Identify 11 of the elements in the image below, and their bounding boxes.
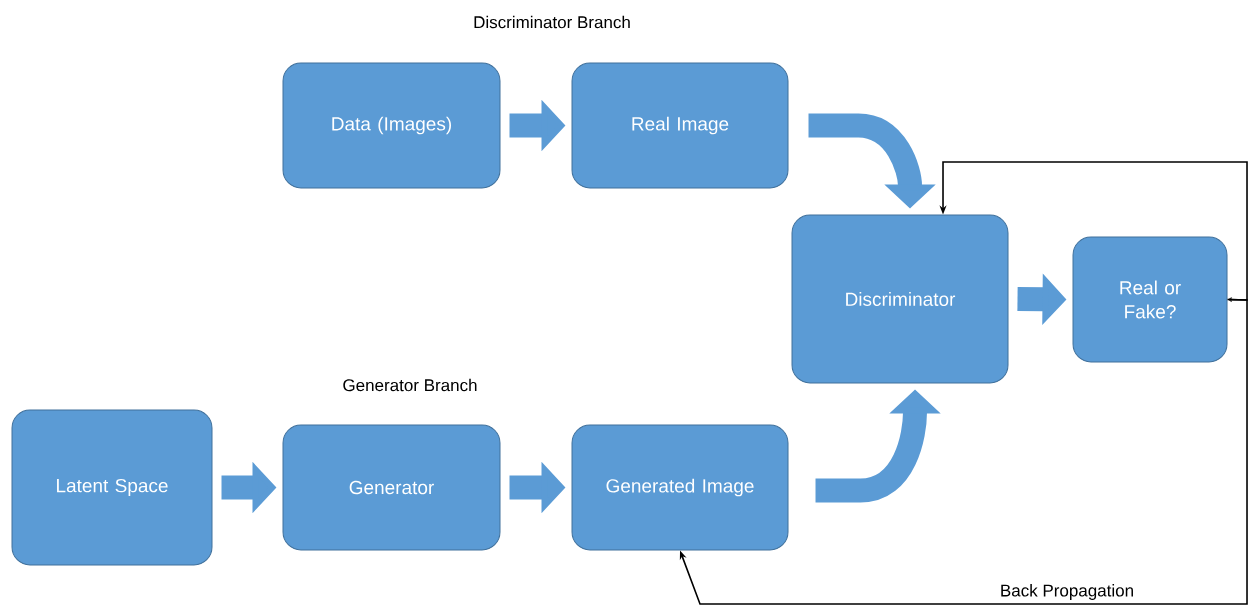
heading: Back Propagation	[1001, 584, 1133, 600]
process-box: Data (Images)	[282, 62, 501, 189]
heading: Discriminator Branch	[474, 15, 630, 29]
process-box: Latent Space	[11, 409, 213, 566]
process-box: Real or Fake?	[1072, 236, 1228, 363]
process-box: Generated Image	[571, 424, 789, 551]
heading: Generator Branch	[343, 378, 477, 392]
arrow	[679, 298, 1248, 605]
process-box: Discriminator	[791, 214, 1009, 384]
process-box: Real Image	[571, 62, 789, 189]
process-box: Generator	[282, 424, 501, 551]
